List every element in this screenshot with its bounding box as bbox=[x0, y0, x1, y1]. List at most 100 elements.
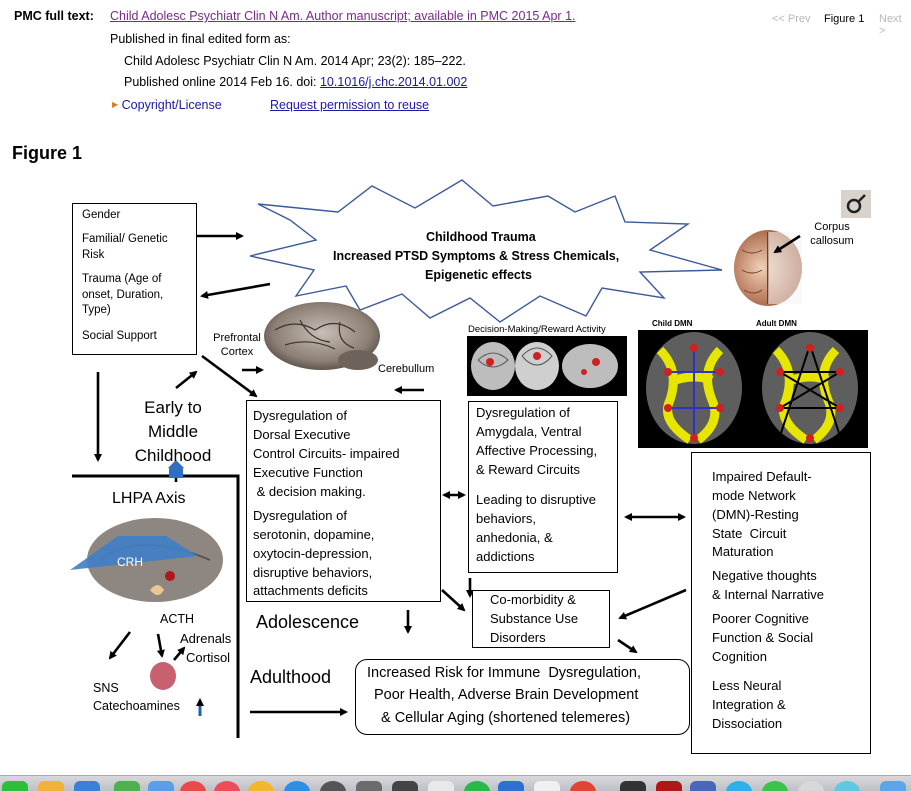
comorbidity-line-3: Disorders bbox=[490, 630, 546, 645]
dmn-line-11: Less Neural bbox=[712, 678, 782, 693]
early-childhood-label: Early to Middle Childhood bbox=[134, 398, 212, 465]
catecholamines-label: Catechoamines bbox=[93, 699, 180, 713]
dock-app-icon[interactable] bbox=[180, 781, 206, 791]
dmn-line-5: Maturation bbox=[712, 544, 774, 559]
pmc-label: PMC full text: bbox=[14, 9, 94, 23]
dock-app-icon[interactable] bbox=[214, 781, 240, 791]
dock-app-icon[interactable] bbox=[690, 781, 716, 791]
dock-app-icon[interactable] bbox=[392, 781, 418, 791]
dmn-line-13: Dissociation bbox=[712, 716, 783, 731]
published-online-prefix: Published online 2014 Feb 16. doi: bbox=[124, 75, 320, 89]
adult-dmn-label: Adult DMN bbox=[756, 319, 797, 328]
dorsal-line-4: Executive Function bbox=[253, 465, 363, 480]
request-permission-link[interactable]: Request permission to reuse bbox=[270, 98, 430, 112]
brain-scan-panel bbox=[467, 336, 627, 396]
dorsal-line-7: serotonin, dopamine, bbox=[253, 527, 375, 542]
dmn-line-7: & Internal Narrative bbox=[712, 587, 824, 602]
dorsal-line-5: & decision making. bbox=[253, 484, 366, 499]
dmn-line-8: Poorer Cognitive bbox=[712, 611, 809, 626]
risk-trauma: Trauma (Age of onset, Duration, Type) bbox=[82, 273, 164, 316]
risk-familial: Familial/ Genetic Risk bbox=[82, 233, 168, 261]
amygdala-line-8: addictions bbox=[476, 549, 535, 564]
amygdala-line-4: & Reward Circuits bbox=[476, 462, 581, 477]
cortisol-label: Cortisol bbox=[186, 650, 231, 665]
acth-label: ACTH bbox=[160, 612, 195, 626]
copyright-link[interactable]: ▶ Copyright/License bbox=[112, 98, 222, 112]
doi-link[interactable]: 10.1016/j.chc.2014.01.002 bbox=[319, 75, 468, 89]
dmn-line-1: Impaired Default- bbox=[712, 469, 812, 484]
published-final-text: Published in final edited form as: bbox=[110, 32, 291, 46]
dock-app-icon[interactable] bbox=[284, 781, 310, 791]
dock-app-icon[interactable] bbox=[320, 781, 346, 791]
risk-social-support: Social Support bbox=[82, 330, 157, 342]
dorsal-line-2: Dorsal Executive bbox=[253, 427, 351, 442]
dock-app-icon[interactable] bbox=[114, 781, 140, 791]
journal-link[interactable]: Child Adolesc Psychiatr Clin N Am. Autho… bbox=[110, 9, 576, 23]
lhpa-brain bbox=[70, 518, 223, 690]
decision-making-label: Decision-Making/Reward Activity bbox=[468, 324, 606, 335]
dorsal-executive-box bbox=[246, 400, 441, 602]
amygdala-line-7: anhedonia, & bbox=[476, 530, 553, 545]
dorsal-line-8: oxytocin-depression, bbox=[253, 546, 373, 561]
amygdala-line-5: Leading to disruptive bbox=[476, 492, 596, 507]
trauma-starburst bbox=[249, 179, 723, 323]
star-line-3: Epigenetic effects bbox=[425, 268, 532, 282]
corpus-callosum-label: Corpus callosum bbox=[810, 221, 854, 247]
dock-app-icon[interactable] bbox=[356, 781, 382, 791]
prefrontal-cortex-label: Prefrontal Cortex bbox=[213, 332, 261, 358]
dock-app-icon[interactable] bbox=[798, 781, 824, 791]
adulthood-label: Adulthood bbox=[250, 667, 332, 687]
dmn-box bbox=[691, 452, 871, 754]
risk-line-1: Increased Risk for Immune Dysregulation, bbox=[367, 665, 641, 681]
male-symbol-icon bbox=[846, 198, 862, 214]
risk-factors-box bbox=[72, 203, 197, 355]
dmn-line-3: (DMN)-Resting bbox=[712, 507, 799, 522]
dorsal-line-9: disruptive behaviors, bbox=[253, 565, 373, 580]
dorsal-line-3: Control Circuits- impaired bbox=[253, 446, 400, 461]
lhpa-frame bbox=[72, 474, 240, 738]
dmn-line-2: mode Network bbox=[712, 488, 796, 503]
dmn-line-4: State Circuit bbox=[712, 526, 787, 541]
dock-app-icon[interactable] bbox=[148, 781, 174, 791]
dock-app-icon[interactable] bbox=[428, 781, 454, 791]
dock-app-icon[interactable] bbox=[2, 781, 28, 791]
lhpa-axis-label: LHPA Axis bbox=[112, 490, 186, 507]
next-link[interactable]: Next > bbox=[879, 13, 902, 37]
dmn-line-6: Negative thoughts bbox=[712, 568, 817, 583]
prev-link[interactable]: << Prev bbox=[772, 13, 811, 25]
brain-illustration bbox=[264, 302, 380, 370]
current-figure-label: Figure 1 bbox=[824, 13, 865, 25]
dock-app-icon[interactable] bbox=[880, 781, 906, 791]
dock-app-icon[interactable] bbox=[248, 781, 274, 791]
corpus-callosum-brain bbox=[734, 230, 802, 306]
cerebullum-label: Cerebullum bbox=[378, 363, 435, 375]
star-line-2: Increased PTSD Symptoms & Stress Chemica… bbox=[333, 249, 620, 263]
amygdala-box bbox=[468, 401, 618, 573]
amygdala-line-3: Affective Processing, bbox=[476, 443, 598, 458]
dock-app-icon[interactable] bbox=[74, 781, 100, 791]
figure-title: Figure 1 bbox=[12, 143, 83, 163]
dock-app-icon[interactable] bbox=[498, 781, 524, 791]
published-online: Published online 2014 Feb 16. doi: 10.10… bbox=[124, 75, 467, 89]
adolescence-label: Adolescence bbox=[256, 612, 360, 632]
risk-gender: Gender bbox=[82, 209, 121, 221]
dock-app-icon[interactable] bbox=[534, 781, 560, 791]
amygdala-line-1: Dysregulation of bbox=[476, 405, 570, 420]
dmn-line-12: Integration & bbox=[712, 697, 786, 712]
increased-risk-box bbox=[355, 659, 690, 735]
dock-app-icon[interactable] bbox=[38, 781, 64, 791]
star-line-1: Childhood Trauma bbox=[426, 230, 536, 244]
copyright-label: Copyright/License bbox=[121, 98, 222, 112]
citation-text: Child Adolesc Psychiatr Clin N Am. 2014 … bbox=[124, 54, 466, 68]
risk-line-3: & Cellular Aging (shortened telemeres) bbox=[381, 710, 631, 726]
comorbidity-line-2: Substance Use bbox=[490, 611, 579, 626]
dock-app-icon[interactable] bbox=[464, 781, 490, 791]
dock-app-icon[interactable] bbox=[570, 781, 596, 791]
dock-app-icon[interactable] bbox=[834, 781, 860, 791]
dock bbox=[0, 775, 911, 791]
child-dmn-label: Child DMN bbox=[652, 319, 693, 328]
dock-app-icon[interactable] bbox=[620, 781, 646, 791]
dock-app-icon[interactable] bbox=[762, 781, 788, 791]
dock-app-icon[interactable] bbox=[726, 781, 752, 791]
dock-app-icon[interactable] bbox=[656, 781, 682, 791]
